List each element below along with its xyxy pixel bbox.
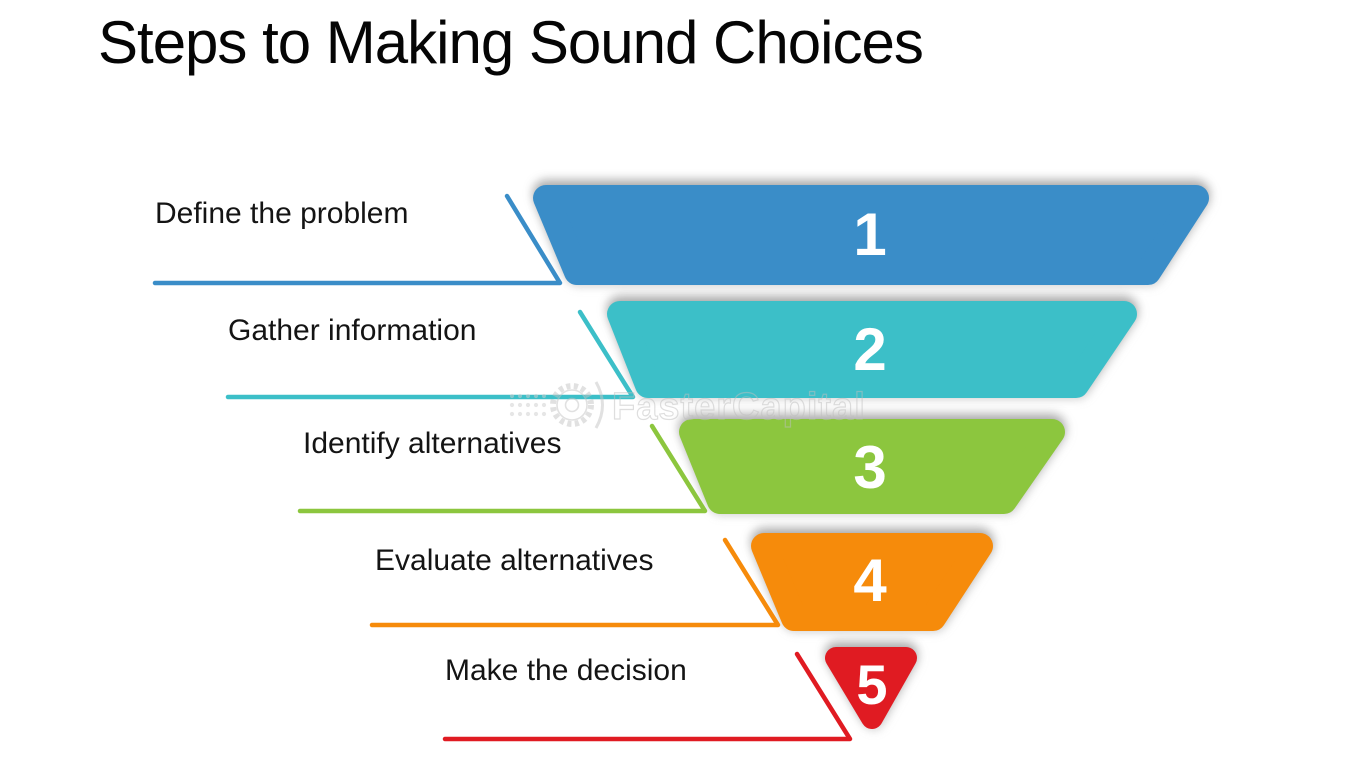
- step-number-5: 5: [856, 653, 888, 716]
- step-label-5: Make the decision: [445, 654, 687, 687]
- step-number-2: 2: [853, 316, 887, 383]
- step-number-1: 1: [853, 201, 887, 268]
- watermark-text: FasterCapital: [612, 386, 866, 428]
- step-label-3: Identify alternatives: [303, 427, 562, 460]
- step-label-4: Evaluate alternatives: [375, 544, 654, 577]
- funnel-segment-5-shape: [825, 647, 917, 729]
- funnel-segment-4-shape: [751, 533, 993, 631]
- callout-line-2: [225, 309, 636, 400]
- step-number-4: 4: [853, 547, 887, 614]
- callout-line-4: [369, 537, 781, 628]
- funnel-segment-3-shape: [679, 419, 1065, 514]
- page-title: Steps to Making Sound Choices: [98, 9, 924, 76]
- funnel-segment-1-shape: [533, 185, 1209, 285]
- watermark-dots: [509, 393, 547, 417]
- gear-icon: [550, 383, 594, 427]
- step-number-3: 3: [853, 434, 887, 501]
- step-label-2: Gather information: [228, 314, 477, 347]
- watermark: FasterCapital: [509, 381, 866, 429]
- callout-line-1: [152, 193, 563, 286]
- callout-line-3: [297, 423, 708, 514]
- watermark-swoosh: [594, 381, 604, 429]
- step-label-1: Define the problem: [155, 197, 409, 230]
- funnel-segment-2-shape: [607, 301, 1137, 398]
- callout-line-5: [442, 651, 853, 742]
